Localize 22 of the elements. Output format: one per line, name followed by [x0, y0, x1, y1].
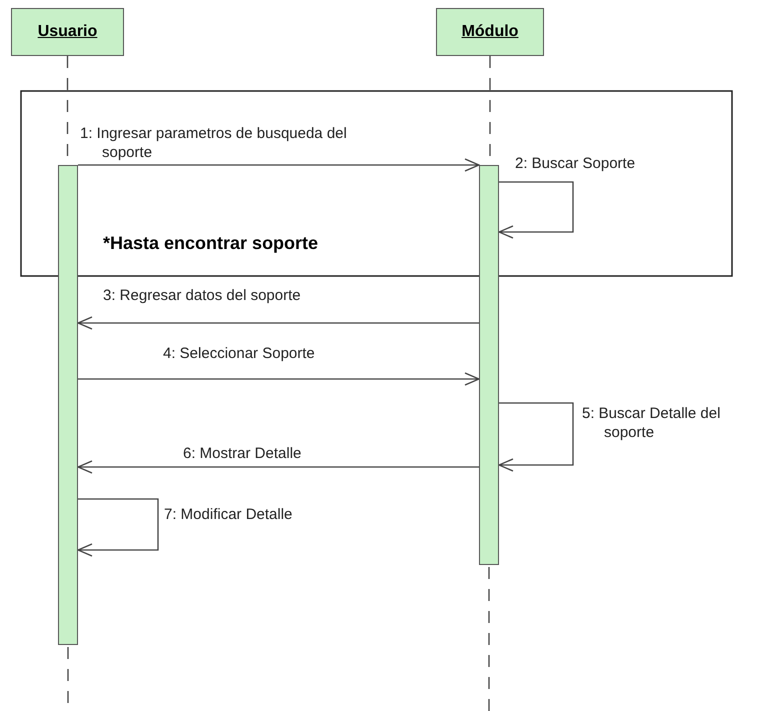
edge-label: 3: Regresar datos del soporte: [103, 286, 302, 305]
self-message-arrow: [498, 181, 574, 239]
edge-label: 2: Buscar Soporte: [515, 154, 636, 173]
activation-bar: [479, 165, 499, 565]
message-arrow: [77, 460, 479, 474]
lifeline: [488, 567, 490, 711]
message-arrow: [78, 372, 480, 386]
edge-label: 6: Mostrar Detalle: [183, 444, 302, 463]
self-message-arrow: [498, 402, 574, 472]
message-arrow: [78, 158, 480, 172]
self-message-arrow: [77, 498, 159, 557]
lifeline-name: Usuario: [38, 23, 98, 41]
activation-bar: [58, 165, 78, 645]
edge-label: 5: Buscar Detalle del soporte: [582, 404, 722, 442]
lifeline-name: Módulo: [462, 23, 518, 41]
lifeline-header-box: [436, 8, 544, 56]
message-arrow: [77, 316, 479, 330]
edge-label: 4: Seleccionar Soporte: [163, 344, 316, 363]
edge-label: 1: Ingresar parametros de busqueda del soporte: [80, 124, 348, 162]
lifeline-header-box: [11, 8, 124, 56]
loop-condition: *Hasta encontrar soporte: [103, 233, 318, 254]
edge-label: 7: Modificar Detalle: [164, 505, 294, 524]
